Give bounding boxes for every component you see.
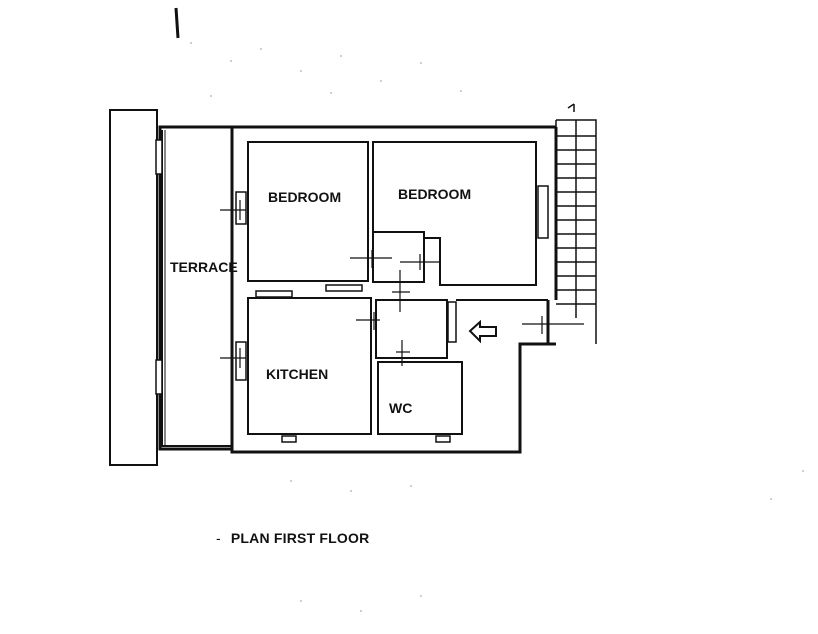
terrace-outer-wall <box>109 109 158 466</box>
caption-dash: - <box>216 530 221 546</box>
room-label-wc: WC <box>389 400 412 416</box>
door-marks <box>220 200 584 368</box>
kitchen-walls <box>247 297 372 435</box>
bedroom-left-walls <box>247 141 369 282</box>
scan-noise <box>190 42 804 612</box>
entrance-arrow-icon <box>468 319 497 344</box>
room-label-terrace: TERRACE <box>170 259 238 275</box>
plan-caption: -PLAN FIRST FLOOR <box>216 530 369 546</box>
room-label-kitchen: KITCHEN <box>266 366 328 382</box>
bedroom-right-walls <box>372 141 537 286</box>
caption-title: PLAN FIRST FLOOR <box>230 530 370 546</box>
terrace-area <box>158 125 234 451</box>
corridor-walls <box>372 231 548 359</box>
room-label-bedroom-right: BEDROOM <box>398 186 471 202</box>
room-label-bedroom-left: BEDROOM <box>268 189 341 205</box>
window-openings <box>155 139 549 443</box>
staircase <box>555 103 597 344</box>
pen-mark <box>174 7 180 39</box>
wc-walls <box>377 361 463 435</box>
